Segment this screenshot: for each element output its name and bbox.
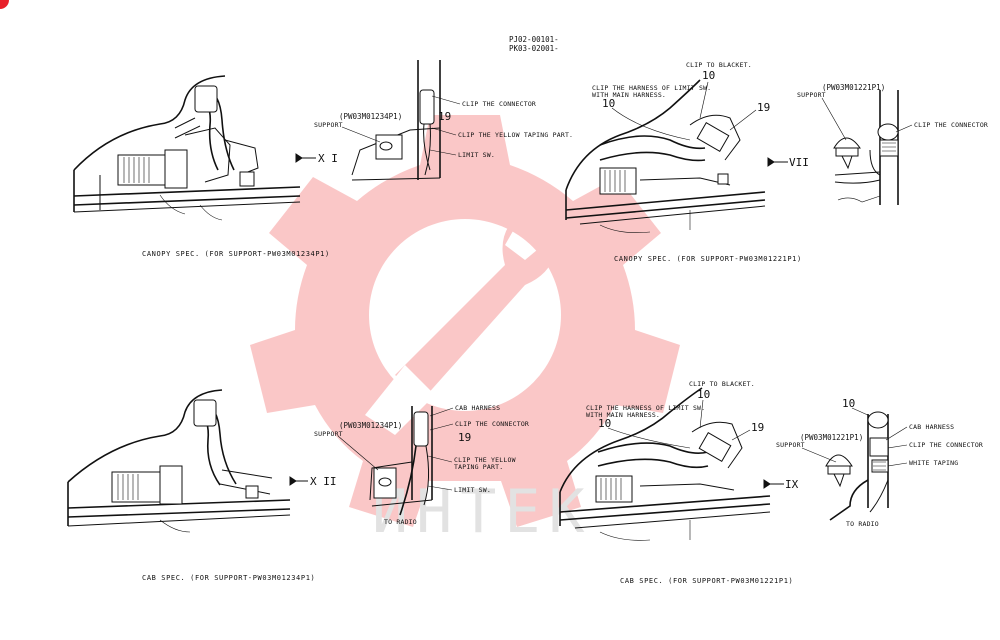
callout-19-1: 19	[438, 110, 451, 123]
clip-blacket-label-2: CLIP TO BLACKET.	[689, 380, 755, 388]
callout-10a-1: 10	[702, 69, 715, 82]
clip-yellow-label-2b: TAPING PART.	[454, 463, 503, 471]
cab-1221-main-view	[559, 387, 771, 541]
caption-canopy-1234: CANOPY SPEC. (FOR SUPPORT-PW03M01234P1)	[142, 250, 330, 258]
clip-yellow-label-2a: CLIP THE YELLOW	[454, 456, 516, 464]
clip-blacket-label-1: CLIP TO BLACKET.	[686, 61, 752, 69]
clip-harness-label-1: CLIP THE HARNESS OF LIMIT SW.	[592, 84, 711, 92]
caption-cab-1221: CAB SPEC. (FOR SUPPORT-PW03M01221P1)	[620, 577, 793, 585]
clip-yellow-label-1: CLIP THE YELLOW TAPING PART.	[458, 131, 573, 139]
cab-1234-detail-view	[369, 406, 433, 516]
view-mark-xi: X I	[318, 152, 338, 165]
part-code-1: (PW03M01234P1)	[339, 112, 402, 121]
canopy-1221-detail-view	[833, 90, 899, 205]
view-mark-vii: VII	[789, 156, 809, 169]
callout-10b-2: 10	[598, 417, 611, 430]
clip-connector-label-3: CLIP THE CONNECTOR	[455, 420, 529, 428]
clip-connector-label-2: CLIP THE CONNECTOR	[914, 121, 988, 129]
canopy-1234-main-view	[73, 75, 301, 221]
canopy-1234-detail-view	[351, 60, 441, 181]
corner-badge	[0, 0, 9, 9]
callout-19-4: 19	[751, 421, 764, 434]
with-main-label-2: WITH MAIN HARNESS.	[586, 411, 660, 419]
callout-10b-1: 10	[602, 97, 615, 110]
cab-harness-label-1: CAB HARNESS	[455, 404, 500, 412]
limit-sw-label-1: LIMIT SW.	[458, 151, 495, 159]
callout-10a-2: 10	[697, 388, 710, 401]
part-code-3: (PW03M01234P1)	[339, 421, 402, 430]
view-arrow-ix: IX	[763, 478, 799, 491]
view-arrow-xi: X I	[295, 152, 338, 165]
caption-canopy-1221: CANOPY SPEC. (FOR SUPPORT-PW03M01221P1)	[614, 255, 802, 263]
view-arrow-xii: X II	[289, 475, 337, 488]
with-main-label-1: WITH MAIN HARNESS.	[592, 91, 666, 99]
to-radio-label-2: TO RADIO	[846, 520, 879, 528]
support-label-3: SUPPORT	[314, 430, 343, 438]
white-taping-label: WHITE TAPING	[909, 459, 958, 467]
to-radio-label-1: TO RADIO	[384, 518, 417, 526]
header-code-1: PJ02-00101-	[509, 35, 559, 44]
support-label-4: SUPPORT	[776, 441, 805, 449]
limit-sw-label-2: LIMIT SW.	[454, 486, 491, 494]
clip-connector-label-1: CLIP THE CONNECTOR	[462, 100, 536, 108]
callout-19-3: 19	[458, 431, 471, 444]
canopy-1221-main-view	[565, 79, 766, 233]
view-mark-xii: X II	[310, 475, 337, 488]
view-arrow-vii: VII	[767, 156, 809, 169]
caption-cab-1234: CAB SPEC. (FOR SUPPORT-PW03M01234P1)	[142, 574, 315, 582]
support-label-1: SUPPORT	[314, 121, 343, 129]
header-code-2: PK03-02001-	[509, 44, 559, 53]
support-label-2: SUPPORT	[797, 91, 826, 99]
callout-10c: 10	[842, 397, 855, 410]
cab-harness-label-2: CAB HARNESS	[909, 423, 954, 431]
view-mark-ix: IX	[785, 478, 799, 491]
cab-1234-main-view	[67, 389, 291, 533]
part-code-4: (PW03M01221P1)	[800, 433, 863, 442]
callout-19-2: 19	[757, 101, 770, 114]
cab-1221-detail-view	[825, 411, 889, 521]
clip-connector-label-4: CLIP THE CONNECTOR	[909, 441, 983, 449]
clip-harness-label-2: CLIP THE HARNESS OF LIMIT SW.	[586, 404, 705, 412]
part-code-2: (PW03M01221P1)	[822, 83, 885, 92]
